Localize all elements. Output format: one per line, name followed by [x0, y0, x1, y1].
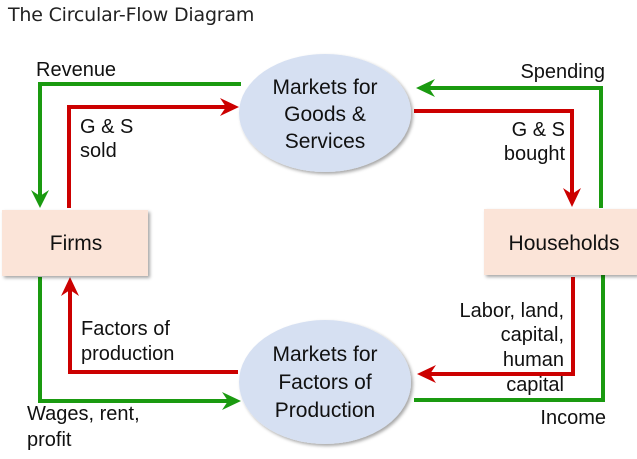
- labor-flow-line: [425, 277, 575, 376]
- revenue-arrowhead: [31, 190, 49, 208]
- factor-market-label-line1: Markets for: [272, 343, 377, 366]
- gs-bought-arrowhead: [563, 188, 581, 207]
- labor-label-line3: human: [503, 349, 564, 371]
- labor-label-line1: Labor, land,: [459, 300, 564, 322]
- gs-sold-flow-line: [67, 105, 232, 208]
- revenue-label: Revenue: [36, 59, 116, 81]
- goods-market-label-line3: Services: [285, 130, 366, 153]
- diagram-title: The Circular-Flow Diagram: [8, 4, 255, 26]
- firms-node: Firms: [2, 210, 148, 276]
- factors-label-line1: Factors of: [81, 318, 170, 340]
- gs-sold-arrowhead: [220, 98, 239, 116]
- factor-market-node: Markets for Factors of Production: [239, 320, 411, 444]
- gs-bought-label-line2: bought: [504, 143, 566, 165]
- households-node: Households: [484, 209, 637, 275]
- wages-arrowhead: [222, 392, 241, 410]
- labor-label-line2: capital,: [501, 324, 564, 346]
- gs-bought-flow-line: [414, 109, 574, 198]
- revenue-flow-line: [38, 82, 241, 200]
- wages-label-line2: profit: [27, 429, 72, 451]
- spending-arrowhead: [416, 79, 435, 97]
- gs-bought-label-line1: G & S: [512, 119, 565, 141]
- factor-market-label-line3: Production: [275, 399, 375, 422]
- households-label: Households: [509, 232, 620, 255]
- factors-flow-line: [68, 285, 238, 374]
- wages-label-line1: Wages, rent,: [27, 403, 140, 425]
- firms-label: Firms: [50, 232, 102, 255]
- spending-flow-line: [424, 86, 603, 208]
- gs-sold-label-line2: sold: [80, 140, 117, 162]
- factor-market-label-line2: Factors of: [278, 371, 372, 394]
- labor-arrowhead: [417, 365, 436, 383]
- income-label: Income: [540, 407, 606, 429]
- spending-label: Spending: [520, 61, 605, 83]
- labor-label-line4: capital: [506, 374, 564, 396]
- gs-sold-label-line1: G & S: [80, 116, 133, 138]
- goods-market-label-line1: Markets for: [272, 76, 377, 99]
- factors-label-line2: production: [81, 343, 174, 365]
- factors-arrowhead: [61, 277, 79, 296]
- goods-market-label-line2: Goods &: [284, 103, 366, 126]
- wages-flow-line: [38, 277, 232, 403]
- goods-market-node: Markets for Goods & Services: [239, 54, 411, 172]
- income-flow-line: [414, 257, 605, 402]
